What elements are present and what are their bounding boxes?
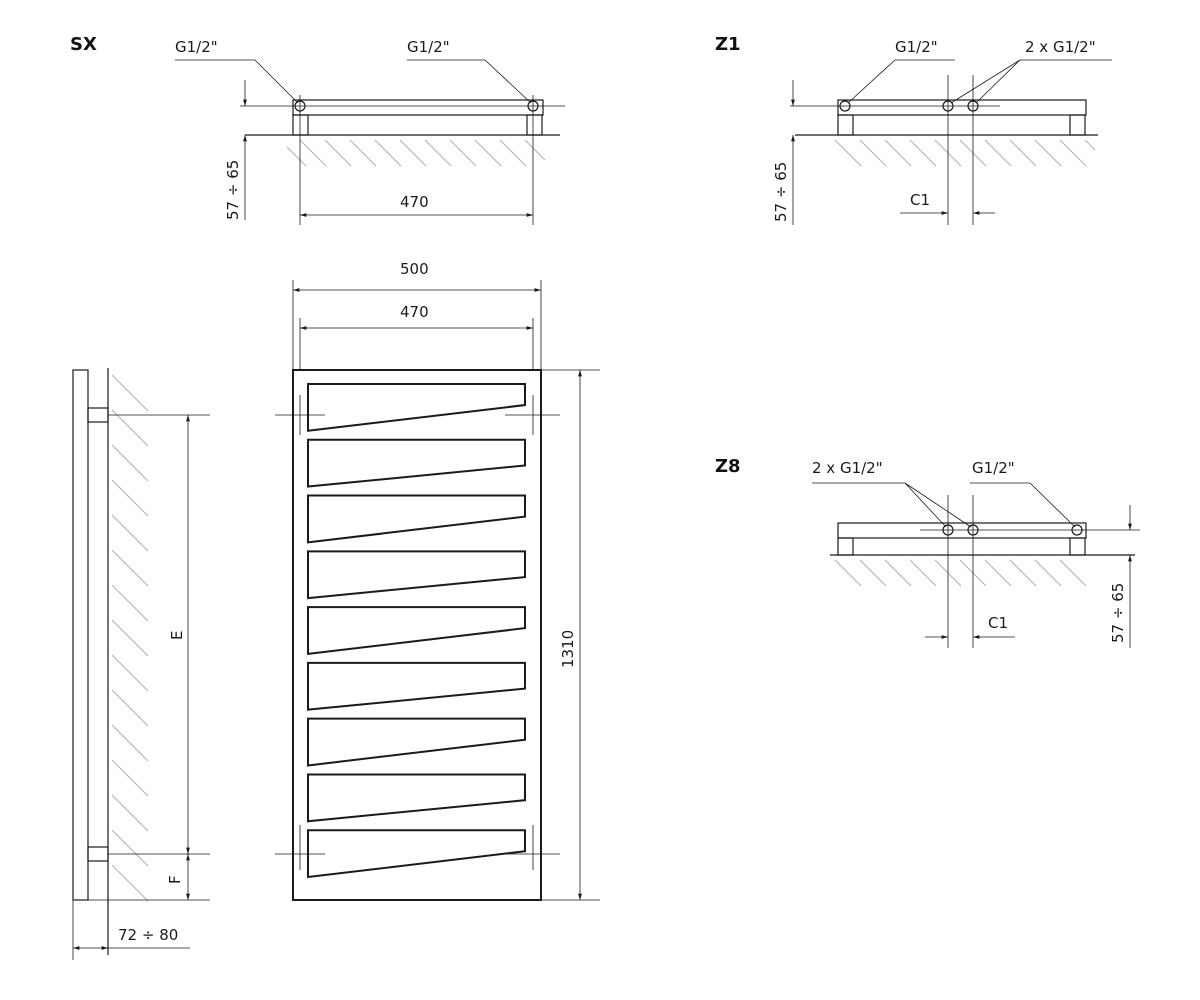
- z1-height-label: 57 ÷ 65: [772, 162, 790, 222]
- sx-bracket-left: [292, 114, 309, 136]
- z8-conn-double-label: 2 x G1/2": [812, 459, 883, 477]
- z1-bracket-left: [837, 114, 854, 136]
- front-frame: [292, 369, 542, 901]
- front-panel: [307, 438, 526, 488]
- front-panel: [307, 829, 526, 879]
- z1-floor-hatch: [834, 139, 1096, 167]
- side-radiator-body: [72, 369, 89, 901]
- front-panel: [307, 550, 526, 600]
- variant-z8: Z8 2 x G1/2" G1/2": [715, 456, 1140, 648]
- z1-conn-single-label: G1/2": [895, 38, 938, 56]
- sx-conn-right-label: G1/2": [407, 38, 450, 56]
- front-panel: [307, 606, 526, 656]
- dim-e-label: E: [168, 631, 186, 640]
- sx-radiator-top: [292, 99, 544, 116]
- sx-title: SX: [70, 34, 97, 55]
- front-panels: [307, 383, 526, 879]
- z1-conn-double-label: 2 x G1/2": [1025, 38, 1096, 56]
- width-axis-label: 470: [400, 303, 429, 321]
- front-panel: [307, 494, 526, 544]
- width-overall-label: 500: [400, 260, 429, 278]
- sx-bracket-right: [526, 114, 543, 136]
- z1-title: Z1: [715, 34, 741, 55]
- z8-conn-single-label: G1/2": [972, 459, 1015, 477]
- z8-title: Z8: [715, 456, 741, 477]
- variant-z1: Z1 G1/2" 2 x G1/2": [715, 34, 1112, 225]
- variant-sx: SX G1/2" G1/2": [70, 34, 565, 225]
- side-bracket-top: [87, 407, 109, 423]
- sx-conn-left-label: G1/2": [175, 38, 218, 56]
- sx-spacing-label: 470: [400, 193, 429, 211]
- z1-offset-label: C1: [910, 191, 930, 209]
- side-wall-hatch: [111, 374, 149, 902]
- z8-floor-hatch: [834, 559, 1087, 587]
- z8-bracket-left: [837, 537, 854, 556]
- sx-height-label: 57 ÷ 65: [224, 160, 242, 220]
- depth-label: 72 ÷ 80: [118, 926, 178, 944]
- z8-radiator-top: [837, 522, 1087, 539]
- front-view: 500 470 1310: [275, 260, 600, 901]
- z8-height-label: 57 ÷ 65: [1109, 583, 1127, 643]
- side-view: E F 72 ÷ 80: [72, 368, 210, 960]
- height-label: 1310: [559, 630, 577, 668]
- z1-bracket-right: [1069, 114, 1086, 136]
- z8-offset-label: C1: [988, 614, 1008, 632]
- z8-bracket-right: [1069, 537, 1086, 556]
- front-panel: [307, 773, 526, 823]
- side-bracket-bottom: [87, 846, 109, 862]
- dim-f-label: F: [166, 875, 184, 884]
- z1-radiator-top: [837, 99, 1087, 116]
- front-panel: [307, 717, 526, 767]
- front-panel: [307, 383, 526, 432]
- sx-floor-hatch: [286, 139, 546, 167]
- front-panel: [307, 661, 526, 711]
